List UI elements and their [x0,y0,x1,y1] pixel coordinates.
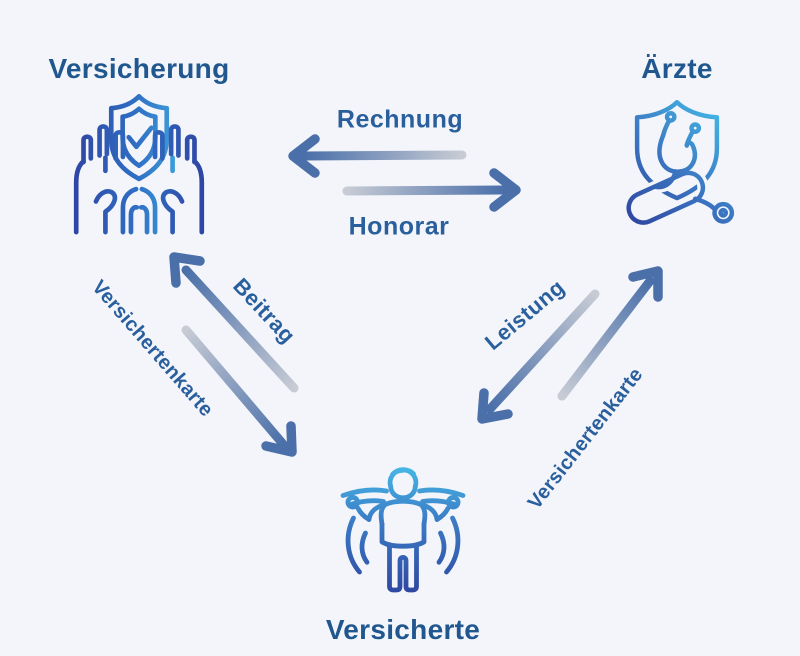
edge-label-rechnung: Rechnung [336,105,464,134]
shield-stethoscope-icon [623,99,738,229]
node-versicherung-label: Versicherung [48,53,230,84]
protected-person-icon [340,467,466,593]
node-versicherung: Versicherung [39,52,239,238]
arrow-honorar [342,168,521,212]
hands-holding-shield-check-icon [73,94,212,238]
node-versicherte-label: Versicherte [325,614,481,645]
node-aerzte-label: Ärzte [641,53,713,84]
arrow-rechnung [288,134,467,178]
arrow-versichertenkarte-left [181,325,297,457]
node-versicherte: Versicherte [303,455,503,647]
node-aerzte: Ärzte [577,52,777,242]
arrow-beitrag [169,252,299,393]
arrow-leistung [477,289,600,424]
arrow-versichertenkarte-right [557,266,663,401]
edge-label-honorar: Honorar [348,212,450,241]
